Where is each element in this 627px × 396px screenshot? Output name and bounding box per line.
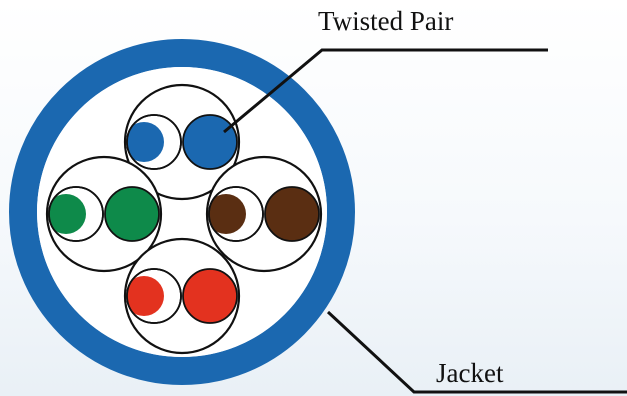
white-conductor-outline	[126, 268, 182, 324]
twisted-pair-leader-line	[223, 48, 548, 134]
solid-color-conductor	[264, 186, 320, 242]
solid-color-conductor	[104, 186, 160, 242]
white-conductor-outline	[126, 114, 182, 170]
conductor-color-stripe	[127, 122, 164, 162]
pair-enclosure	[123, 237, 241, 355]
solid-color-conductor	[182, 268, 238, 324]
solid-color-conductor	[182, 114, 238, 170]
pair-enclosure	[45, 155, 163, 273]
pair-blue	[123, 83, 241, 201]
pair-enclosure	[123, 83, 241, 201]
cable-jacket	[9, 39, 355, 385]
pair-green	[45, 155, 163, 273]
pair-brown	[205, 155, 323, 273]
jacket-inner-fill	[37, 67, 327, 357]
conductor-color-stripe	[49, 194, 86, 234]
white-conductor-outline	[208, 186, 264, 242]
conductor-color-stripe	[209, 194, 246, 234]
pair-orange	[123, 237, 241, 355]
white-conductor-outline	[48, 186, 104, 242]
jacket-leader-line	[326, 310, 627, 394]
conductor-color-stripe	[127, 276, 164, 316]
pair-enclosure	[205, 155, 323, 273]
twisted-pair-label: Twisted Pair	[318, 6, 454, 36]
jacket-label: Jacket	[436, 358, 504, 388]
